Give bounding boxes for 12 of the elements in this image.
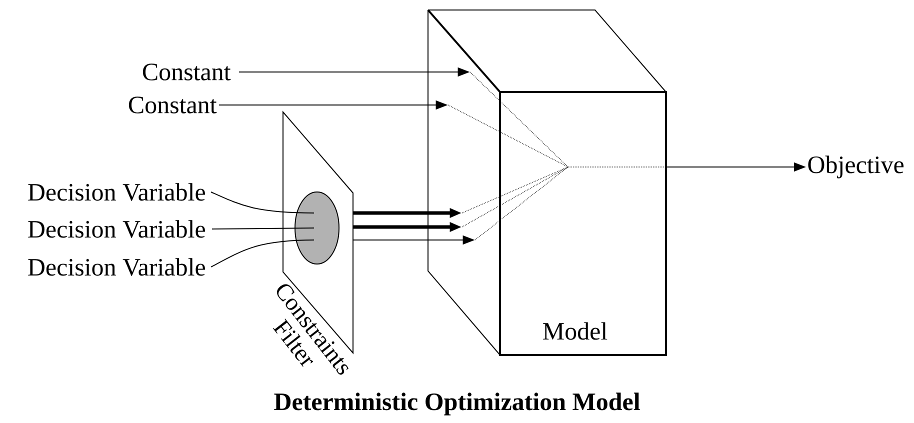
label-text: Decision Variable xyxy=(28,258,205,276)
label-text: Constant xyxy=(142,64,231,80)
connector-line xyxy=(210,192,314,214)
connector-line xyxy=(210,240,314,268)
connector-line xyxy=(212,228,314,230)
label-text: Constant xyxy=(128,96,217,114)
label-text: Decision Variable xyxy=(28,183,205,201)
diagram-title: Deterministic Optimization Model xyxy=(274,392,640,416)
model-box: Model xyxy=(427,9,667,356)
label-text: Decision Variable xyxy=(28,220,205,238)
label-text: Objective xyxy=(808,156,904,178)
filter-opening xyxy=(294,192,340,264)
